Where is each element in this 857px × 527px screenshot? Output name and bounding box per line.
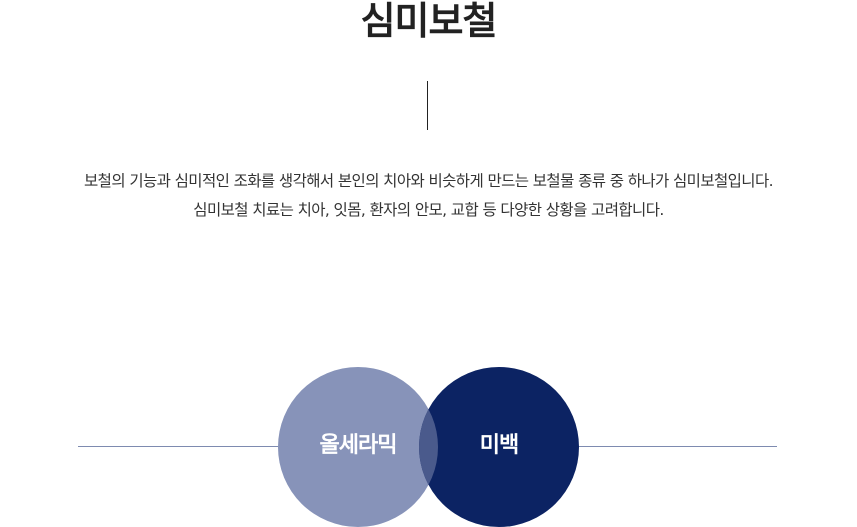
page-title: 심미보철	[360, 0, 498, 43]
circle-all-ceramic	[278, 367, 438, 527]
connector-line-left	[78, 446, 278, 447]
circle-label-all-ceramic: 올세라믹	[319, 433, 398, 458]
description-line-1: 보철의 기능과 심미적인 조화를 생각해서 본인의 치아와 비슷하게 만드는 보…	[84, 172, 774, 190]
circle-whitening	[419, 367, 579, 527]
divider-vertical	[427, 81, 428, 130]
circle-label-whitening: 미백	[479, 433, 519, 458]
description: 보철의 기능과 심미적인 조화를 생각해서 본인의 치아와 비슷하게 만드는 보…	[0, 167, 857, 225]
connector-line-right	[578, 446, 777, 447]
description-line-2: 심미보철 치료는 치아, 잇몸, 환자의 안모, 교합 등 다양한 상황을 고려…	[193, 201, 664, 219]
